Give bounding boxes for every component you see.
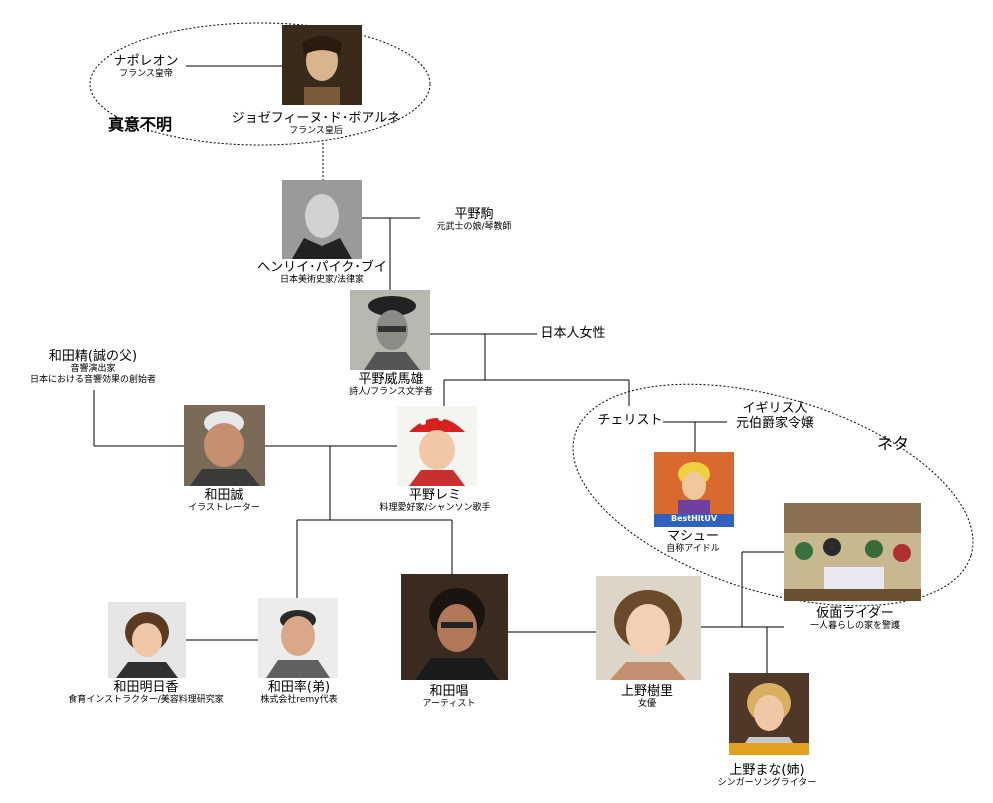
josephine-photo bbox=[282, 25, 362, 105]
asuka-photo bbox=[108, 602, 186, 678]
person-ritsu: 和田率(弟) 株式会社remy代表 bbox=[260, 680, 337, 706]
role-asuka: 食育インストラクター/美容料理研究家 bbox=[68, 695, 224, 705]
role-mana: シンガーソングライター bbox=[717, 778, 817, 788]
kamen-photo bbox=[784, 503, 921, 601]
role-makoto: イラストレーター bbox=[188, 503, 260, 513]
name-ritsu: 和田率(弟) bbox=[267, 680, 331, 695]
person-jpwoman: 日本人女性 bbox=[540, 326, 605, 341]
name-cellist: チェリスト bbox=[597, 413, 663, 428]
ritsu-photo bbox=[258, 598, 338, 678]
neta-note: ネタ bbox=[877, 434, 910, 453]
name-asuka: 和田明日香 bbox=[113, 680, 179, 695]
role-napoleon: フランス皇帝 bbox=[119, 69, 173, 79]
neta-ellipse bbox=[572, 383, 974, 607]
role-kamen: 一人暮らしの家を警護 bbox=[809, 621, 901, 631]
unknown-ellipse bbox=[89, 22, 431, 146]
name-juri: 上野樹里 bbox=[620, 684, 674, 699]
role-juri: 女優 bbox=[637, 699, 657, 709]
name-mana: 上野まな(姉) bbox=[729, 763, 805, 778]
name-sei: 和田精(誠の父) bbox=[48, 349, 138, 364]
name-kamen: 仮面ライダー bbox=[816, 606, 894, 621]
name-jpwoman: 日本人女性 bbox=[540, 326, 606, 341]
role-ritsu: 株式会社remy代表 bbox=[260, 695, 338, 705]
role-sho: アーティスト bbox=[422, 699, 476, 709]
role-sei: 音響演出家 bbox=[70, 364, 116, 374]
person-mana: 上野まな(姉) シンガーソングライター bbox=[718, 763, 817, 789]
role-english: 元伯爵家令嬢 bbox=[735, 416, 815, 431]
person-sei: 和田精(誠の父) 音響演出家 日本における音響効果の創始者 bbox=[30, 349, 156, 386]
juri-photo bbox=[596, 576, 701, 680]
person-koma: 平野駒 元武士の娘/琴教師 bbox=[436, 207, 511, 233]
remi-photo bbox=[397, 406, 477, 486]
iwao-photo bbox=[350, 290, 430, 370]
masyu-photo-caption: BestHitUV bbox=[670, 514, 718, 523]
person-remi: 平野レミ 料理愛好家/シャンソン歌手 bbox=[379, 488, 490, 514]
role2-sei: 日本における音響効果の創始者 bbox=[29, 375, 157, 385]
makoto-photo bbox=[184, 405, 265, 486]
role-masyu: 自称アイドル bbox=[666, 544, 720, 554]
person-josephine: ジョゼフィーヌ･ド･ボアルネ フランス皇后 bbox=[232, 111, 401, 137]
sho-photo bbox=[401, 574, 508, 680]
person-juri: 上野樹里 女優 bbox=[621, 684, 673, 710]
person-henry: ヘンリイ･パイク･ブイ 日本美術史家/法律家 bbox=[257, 260, 387, 286]
unknown-note: 真意不明 bbox=[108, 115, 173, 134]
person-sho: 和田唱 アーティスト bbox=[423, 684, 476, 710]
person-asuka: 和田明日香 食育インストラクター/美容料理研究家 bbox=[68, 680, 224, 706]
name-koma: 平野駒 bbox=[454, 207, 494, 222]
person-makoto: 和田誠 イラストレーター bbox=[188, 488, 260, 514]
name-masyu: マシュー bbox=[666, 529, 719, 544]
name-makoto: 和田誠 bbox=[204, 488, 244, 503]
name-remi: 平野レミ bbox=[408, 488, 462, 503]
person-cellist: チェリスト bbox=[597, 413, 662, 428]
henry-photo bbox=[282, 180, 362, 259]
person-iwao: 平野威馬雄 詩人/フランス文学者 bbox=[349, 372, 433, 398]
person-masyu: マシュー 自称アイドル bbox=[666, 529, 720, 555]
role-iwao: 詩人/フランス文学者 bbox=[349, 387, 433, 397]
name-napoleon: ナポレオン bbox=[113, 54, 179, 69]
role-josephine: フランス皇后 bbox=[289, 126, 343, 136]
mana-photo bbox=[729, 673, 809, 755]
name-henry: ヘンリイ･パイク･ブイ bbox=[257, 260, 387, 275]
name-sho: 和田唱 bbox=[429, 684, 469, 699]
name-english: イギリス人 bbox=[742, 401, 808, 416]
name-josephine: ジョゼフィーヌ･ド･ボアルネ bbox=[231, 111, 401, 126]
role-koma: 元武士の娘/琴教師 bbox=[436, 222, 512, 232]
person-kamen: 仮面ライダー 一人暮らしの家を警護 bbox=[810, 606, 900, 632]
role-remi: 料理愛好家/シャンソン歌手 bbox=[379, 503, 491, 513]
masyu-photo: BestHitUV bbox=[654, 452, 734, 527]
name-iwao: 平野威馬雄 bbox=[358, 372, 424, 387]
person-english: イギリス人 元伯爵家令嬢 bbox=[736, 401, 814, 431]
person-napoleon: ナポレオン フランス皇帝 bbox=[113, 54, 178, 80]
role-henry: 日本美術史家/法律家 bbox=[279, 275, 365, 285]
